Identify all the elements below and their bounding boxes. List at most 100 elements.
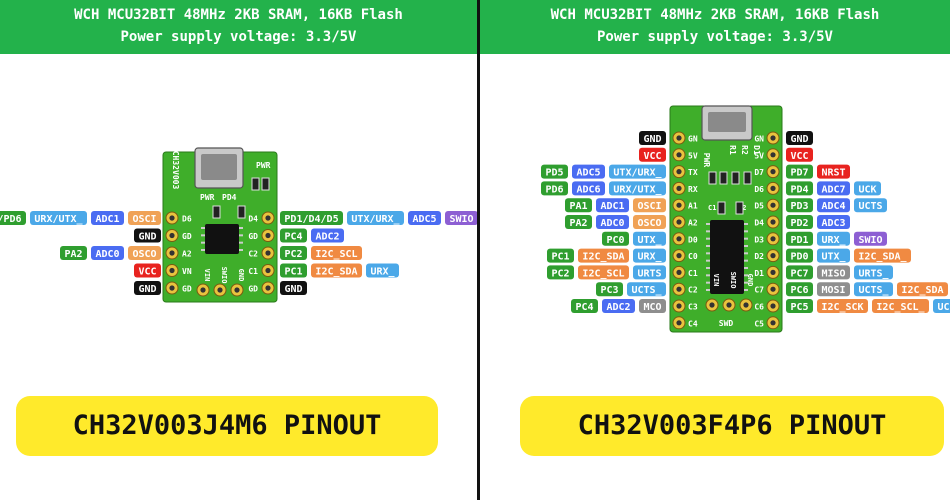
smd-component [719, 171, 728, 185]
pin-name: D1 [754, 269, 764, 278]
pin-hole [676, 185, 682, 191]
pin-name: VIN [712, 274, 720, 287]
pin-label-text: SWIO [858, 235, 882, 246]
chip-pin [706, 252, 710, 255]
pin-label-text: VCC [790, 151, 808, 162]
pin-label-text: PC3 [600, 285, 618, 296]
pin-label-bg [786, 231, 813, 246]
pin-name: GND [746, 274, 754, 287]
pin-label: MOSI [817, 282, 850, 297]
pin-label-text: PA1 [569, 201, 587, 212]
pin-hole [770, 135, 776, 141]
pin-hole [265, 285, 271, 291]
pin-name: GD [182, 285, 192, 294]
pin-hole [217, 287, 223, 293]
pin-label: ADC6 [572, 181, 605, 196]
pin-name: C0 [688, 252, 698, 261]
pin-label: URX/UTX_ [30, 211, 87, 225]
pin-label: PC1 [547, 248, 574, 263]
chip-pin [201, 249, 205, 251]
pin-label-text: VCC [138, 267, 156, 278]
pin-name: D2 [754, 252, 764, 261]
pin-label-bg [596, 198, 629, 213]
spec-line-1: WCH MCU32BIT 48MHz 2KB SRAM, 16KB Flash [74, 7, 403, 23]
pin-label-bg [571, 299, 598, 313]
pin-label: I2C_SCL_ [872, 299, 929, 313]
pin-label: URTS [633, 265, 666, 280]
pin-label: OSCO [633, 215, 666, 229]
pin-label-bg [128, 211, 161, 225]
pin-hole [726, 302, 732, 308]
pin-label-text: URX_ [821, 235, 846, 246]
pin-hole [169, 232, 175, 239]
pin-label: PD3 [786, 198, 813, 213]
pin-label-bg [817, 282, 850, 297]
pin-name: D6 [754, 185, 764, 194]
pin-name: C2 [688, 286, 698, 295]
pin-label-text: PC2 [551, 268, 569, 279]
pin-hole [265, 232, 271, 239]
pin-label: PD4 [786, 181, 813, 196]
pin-name: C1 [248, 267, 258, 276]
pin-label: PA1/PD6 [0, 211, 26, 225]
pin-label: UTX_ [633, 231, 666, 246]
page-title: CH32V003J4M6 PINOUT [16, 396, 438, 456]
pin-name: GD [248, 232, 258, 241]
pin-label: PC3 [596, 282, 623, 297]
pin-label-bg [572, 181, 605, 196]
pin-label: URX_ [817, 231, 850, 246]
chip-pin [744, 267, 748, 269]
pin-label: URX_ [633, 248, 666, 263]
pin-label: I2C_SDA [578, 248, 629, 263]
pin-label: ADC1 [91, 211, 124, 225]
chip-pin [706, 230, 710, 233]
pin-hole [676, 135, 682, 141]
pin-label: PD7 [786, 164, 813, 179]
pin-label: GND [786, 131, 813, 145]
pin-label: URX_ [366, 263, 399, 278]
pin-label-bg [786, 248, 813, 263]
pin-label: SWIO [854, 231, 887, 246]
pin-hole [676, 269, 682, 275]
pin-label-text: UCK [858, 184, 876, 195]
pin-label-bg [786, 131, 813, 145]
pin-name: D5 [754, 202, 764, 211]
pin-label-bg [602, 299, 635, 313]
pin-label-bg [854, 198, 887, 213]
pin-label-text: ADC1 [600, 201, 624, 212]
pin-label-text: I2C_SCL_ [876, 302, 925, 313]
chip-pin [744, 259, 748, 262]
pin-label: ADC1 [596, 198, 629, 213]
pin-label-text: ADC5 [412, 214, 436, 225]
pin-name: C3 [688, 303, 698, 312]
pin-hole [770, 253, 776, 259]
pin-label: PD5 [541, 164, 568, 179]
pin-label-bg [817, 248, 850, 263]
pin-hole [676, 286, 682, 292]
pin-label-bg [854, 282, 893, 297]
pin-label-text: UTX_ [821, 252, 846, 263]
pin-label-text: PC1 [284, 267, 302, 278]
pin-label: PA2 [565, 215, 592, 229]
pin-label-bg [933, 299, 950, 313]
pin-label-text: ADC4 [821, 201, 845, 212]
pin-name: A1 [688, 202, 698, 211]
pin-label: GND [134, 281, 161, 295]
pin-hole [770, 303, 776, 309]
pin-label-bg [91, 211, 124, 225]
pinout-diagram-f4p6: PWRR1R2D1C1C2GN5VTXRXA1A2D0C0C1C2C3C4GN5… [541, 105, 950, 333]
pin-label-text: I2C_SCK [821, 302, 863, 313]
pin-label-text: GND [138, 284, 156, 295]
pin-label-text: UCTS [858, 201, 882, 212]
pin-label-text: OSCI [637, 201, 661, 212]
silk-text: SWD [719, 319, 734, 328]
pin-label-text: I2C_SCL [582, 268, 624, 279]
pin-label-text: MCO [643, 302, 661, 313]
pin-label: PC2 [547, 265, 574, 280]
pin-label: ADC5 [572, 164, 605, 179]
pin-label-bg [565, 198, 592, 213]
pin-label-text: ADC1 [95, 214, 119, 225]
pin-hole [676, 320, 682, 326]
chip-pin [706, 223, 710, 225]
pin-label-bg [786, 198, 813, 213]
